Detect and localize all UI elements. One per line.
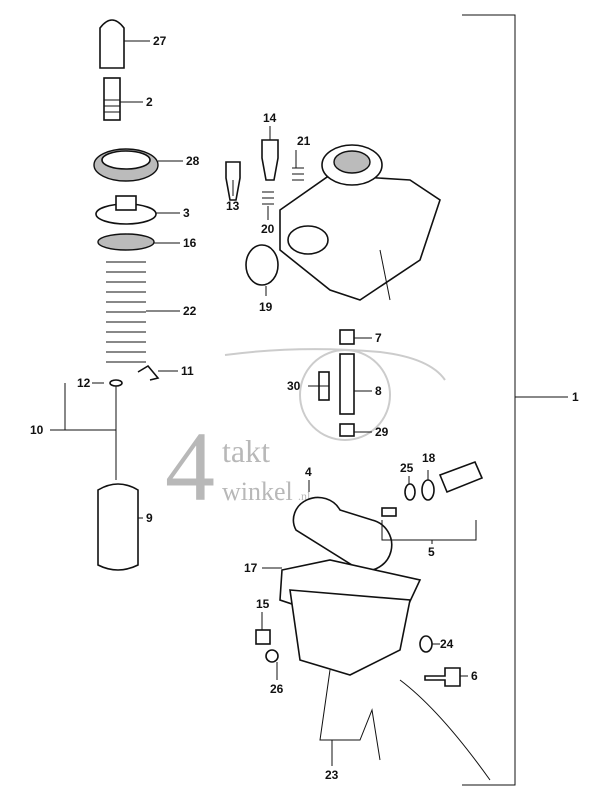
part-4-float — [292, 496, 393, 572]
label-14: 14 — [263, 111, 277, 125]
label-8: 8 — [375, 384, 382, 398]
label-28: 28 — [186, 154, 200, 168]
part-8-needle-jet — [339, 353, 355, 415]
part-labels: 27 2 28 3 16 22 11 12 10 9 14 21 13 20 1… — [30, 34, 579, 782]
label-3: 3 — [183, 206, 190, 220]
float-bowl — [289, 589, 411, 676]
part-7-jet — [339, 329, 355, 345]
label-10: 10 — [30, 423, 44, 437]
watermark-digit: 4 — [165, 411, 215, 522]
part-9-throttle-valve — [97, 483, 139, 571]
watermark-line2: winkel — [222, 477, 293, 506]
part-15-plug — [255, 629, 271, 645]
label-7: 7 — [375, 331, 382, 345]
label-11: 11 — [181, 364, 194, 378]
label-19: 19 — [259, 300, 273, 314]
label-22: 22 — [183, 304, 197, 318]
label-25: 25 — [400, 461, 414, 475]
label-20: 20 — [261, 222, 275, 236]
label-2: 2 — [146, 95, 153, 109]
assembly-bracket — [462, 14, 568, 786]
label-17: 17 — [244, 561, 258, 575]
label-30: 30 — [287, 379, 301, 393]
label-26: 26 — [270, 682, 284, 696]
label-6: 6 — [471, 669, 478, 683]
label-15: 15 — [256, 597, 270, 611]
part-22-spring — [106, 261, 146, 363]
part-19-o-ring — [245, 244, 279, 286]
float-needle — [381, 507, 397, 517]
label-13: 13 — [226, 199, 240, 213]
drain-tube — [399, 679, 491, 781]
part-18-screw — [438, 460, 484, 494]
label-18: 18 — [422, 451, 436, 465]
part-21-spring — [292, 167, 304, 181]
label-9: 9 — [146, 511, 153, 525]
label-4: 4 — [305, 465, 312, 479]
label-16: 16 — [183, 236, 197, 250]
part-16-gasket — [97, 233, 155, 251]
part-26-washer — [265, 649, 279, 663]
label-29: 29 — [375, 425, 389, 439]
label-1: 1 — [572, 390, 579, 404]
part-27-cap — [99, 19, 125, 69]
part-6-screw — [424, 667, 461, 687]
label-5: 5 — [428, 545, 435, 559]
part-25-o-ring — [404, 483, 416, 501]
label-21: 21 — [297, 134, 311, 148]
label-12: 12 — [77, 376, 91, 390]
part-29-holder — [339, 423, 355, 437]
part-2-adjuster — [103, 77, 121, 121]
carburetor-body — [279, 144, 441, 301]
part-20-spring — [262, 191, 274, 205]
part-11-clip — [137, 364, 160, 381]
part-24-washer — [419, 635, 433, 653]
label-24: 24 — [440, 637, 454, 651]
part-12-clip — [109, 379, 123, 387]
part-14-screw — [261, 139, 279, 181]
label-23: 23 — [325, 768, 339, 782]
label-27: 27 — [153, 34, 167, 48]
leader-lines — [50, 40, 468, 766]
watermark-logo: 4 takt winkel .nl — [165, 348, 446, 522]
watermark-line1: takt — [222, 433, 270, 469]
part-23-wire-clip — [319, 669, 381, 761]
